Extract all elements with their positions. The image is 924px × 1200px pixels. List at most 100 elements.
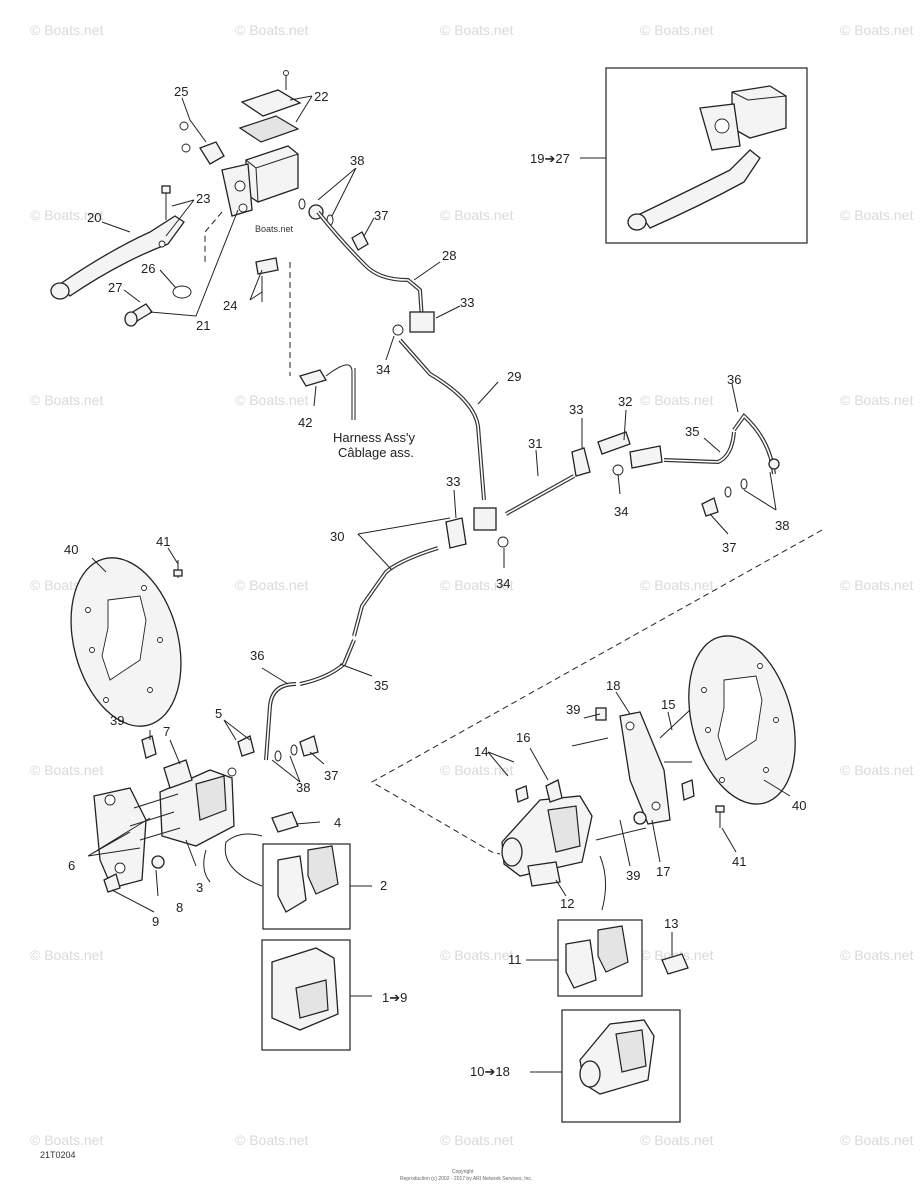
callout-label: 17 <box>656 864 670 879</box>
left-caliper-box <box>261 939 372 1051</box>
watermark: © Boats.net <box>840 762 913 778</box>
left-caliper-assembly <box>87 735 299 893</box>
right-caliper-assembly <box>501 707 695 911</box>
watermark: © Boats.net <box>640 577 713 593</box>
left-pads-box <box>224 833 370 930</box>
callout-label: 37 <box>374 208 388 223</box>
right-caliper-box <box>530 1009 681 1123</box>
callout-label: 1➔9 <box>382 990 407 1005</box>
inset-master-cylinder <box>605 67 808 244</box>
brake-lever <box>59 215 185 297</box>
callout-label: 33 <box>460 295 474 310</box>
callout-label: 40 <box>792 798 806 813</box>
callout-label: 5 <box>215 706 222 721</box>
watermark: © Boats.net <box>840 577 913 593</box>
watermark: © Boats.net <box>640 22 713 38</box>
callout-label: 41 <box>156 534 170 549</box>
callout-label: 42 <box>298 415 312 430</box>
callout-label: 9 <box>152 914 159 929</box>
callout-label: 21 <box>196 318 210 333</box>
callout-label: 39 <box>110 713 124 728</box>
right-caliper-bracket <box>619 711 671 825</box>
watermark: © Boats.net <box>235 22 308 38</box>
diagram-code: 21T0204 <box>40 1150 76 1160</box>
inline-watermark: Boats.net <box>255 224 294 234</box>
callout-label: 38 <box>296 780 310 795</box>
callout-label: 39 <box>566 702 580 717</box>
callout-label: 33 <box>569 402 583 417</box>
watermark: © Boats.net <box>840 1132 913 1148</box>
left-brake-disc <box>70 557 183 727</box>
callout-label: 18 <box>606 678 620 693</box>
callout-label: 38 <box>775 518 789 533</box>
watermark: © Boats.net <box>840 22 913 38</box>
callout-label: 37 <box>722 540 736 555</box>
callout-label: 16 <box>516 730 530 745</box>
callout-label: 2 <box>380 878 387 893</box>
callout-label: 40 <box>64 542 78 557</box>
callout-label: 11 <box>508 952 522 967</box>
reservoir-cover <box>240 89 302 117</box>
watermark: © Boats.net <box>640 1132 713 1148</box>
callout-label: 25 <box>174 84 188 99</box>
callout-label: 32 <box>618 394 632 409</box>
watermark: © Boats.net <box>30 207 103 223</box>
master-cylinder-assembly: Boats.net <box>50 70 369 420</box>
copyright-line2: Reproduction (c) 2002 - 2017 by ARI Netw… <box>400 1176 532 1182</box>
callout-label: 29 <box>507 369 521 384</box>
watermark: © Boats.net <box>30 22 103 38</box>
watermark: © Boats.net <box>440 207 513 223</box>
callout-label: 3 <box>196 880 203 895</box>
watermark: © Boats.net <box>440 1132 513 1148</box>
reservoir-diaphragm <box>238 115 300 143</box>
watermark: © Boats.net <box>840 392 913 408</box>
harness-note: Harness Ass'y Câblage ass. <box>333 430 415 460</box>
callout-label: 12 <box>560 896 574 911</box>
callout-label: 34 <box>376 362 390 377</box>
callout-label: 6 <box>68 858 75 873</box>
callout-label: 24 <box>223 298 237 313</box>
callout-label: 8 <box>176 900 183 915</box>
callout-label: 33 <box>446 474 460 489</box>
callout-label: 23 <box>196 191 210 206</box>
callout-label: 31 <box>528 436 542 451</box>
callout-label: 39 <box>626 868 640 883</box>
callout-label: 27 <box>108 280 122 295</box>
callout-label: 15 <box>661 697 675 712</box>
callout-label: 10➔18 <box>470 1064 510 1079</box>
callout-label: 13 <box>664 916 678 931</box>
callout-label: 37 <box>324 768 338 783</box>
leader-lines <box>91 95 791 956</box>
harness-note-line2: Câblage ass. <box>338 445 414 460</box>
callout-label: 35 <box>685 424 699 439</box>
callout-label: 22 <box>314 89 328 104</box>
watermark: © Boats.net <box>440 577 513 593</box>
callout-label: 36 <box>727 372 741 387</box>
callout-label: 34 <box>614 504 628 519</box>
watermark: © Boats.net <box>440 762 513 778</box>
callout-label: 41 <box>732 854 746 869</box>
callout-label: 26 <box>141 261 155 276</box>
callout-label: 7 <box>163 724 170 739</box>
harness-note-line1: Harness Ass'y <box>333 430 415 445</box>
watermark: © Boats.net <box>440 22 513 38</box>
brake-lines <box>227 210 780 777</box>
watermark: © Boats.net <box>30 392 103 408</box>
callout-label: 20 <box>87 210 101 225</box>
watermark: © Boats.net <box>840 947 913 963</box>
callout-label: 30 <box>330 529 344 544</box>
brake-switch <box>199 141 225 165</box>
watermark: © Boats.net <box>640 392 713 408</box>
callout-label: 28 <box>442 248 456 263</box>
right-pads-box <box>526 919 689 997</box>
callout-label: 36 <box>250 648 264 663</box>
callout-label: 19➔27 <box>530 151 570 166</box>
right-brake-disc <box>688 635 796 828</box>
master-cylinder-body <box>245 145 299 203</box>
watermark: © Boats.net <box>440 947 513 963</box>
callout-label: 34 <box>496 576 510 591</box>
callout-label: 35 <box>374 678 388 693</box>
watermark: © Boats.net <box>235 392 308 408</box>
watermark: © Boats.net <box>30 1132 103 1148</box>
watermark: © Boats.net <box>235 577 308 593</box>
